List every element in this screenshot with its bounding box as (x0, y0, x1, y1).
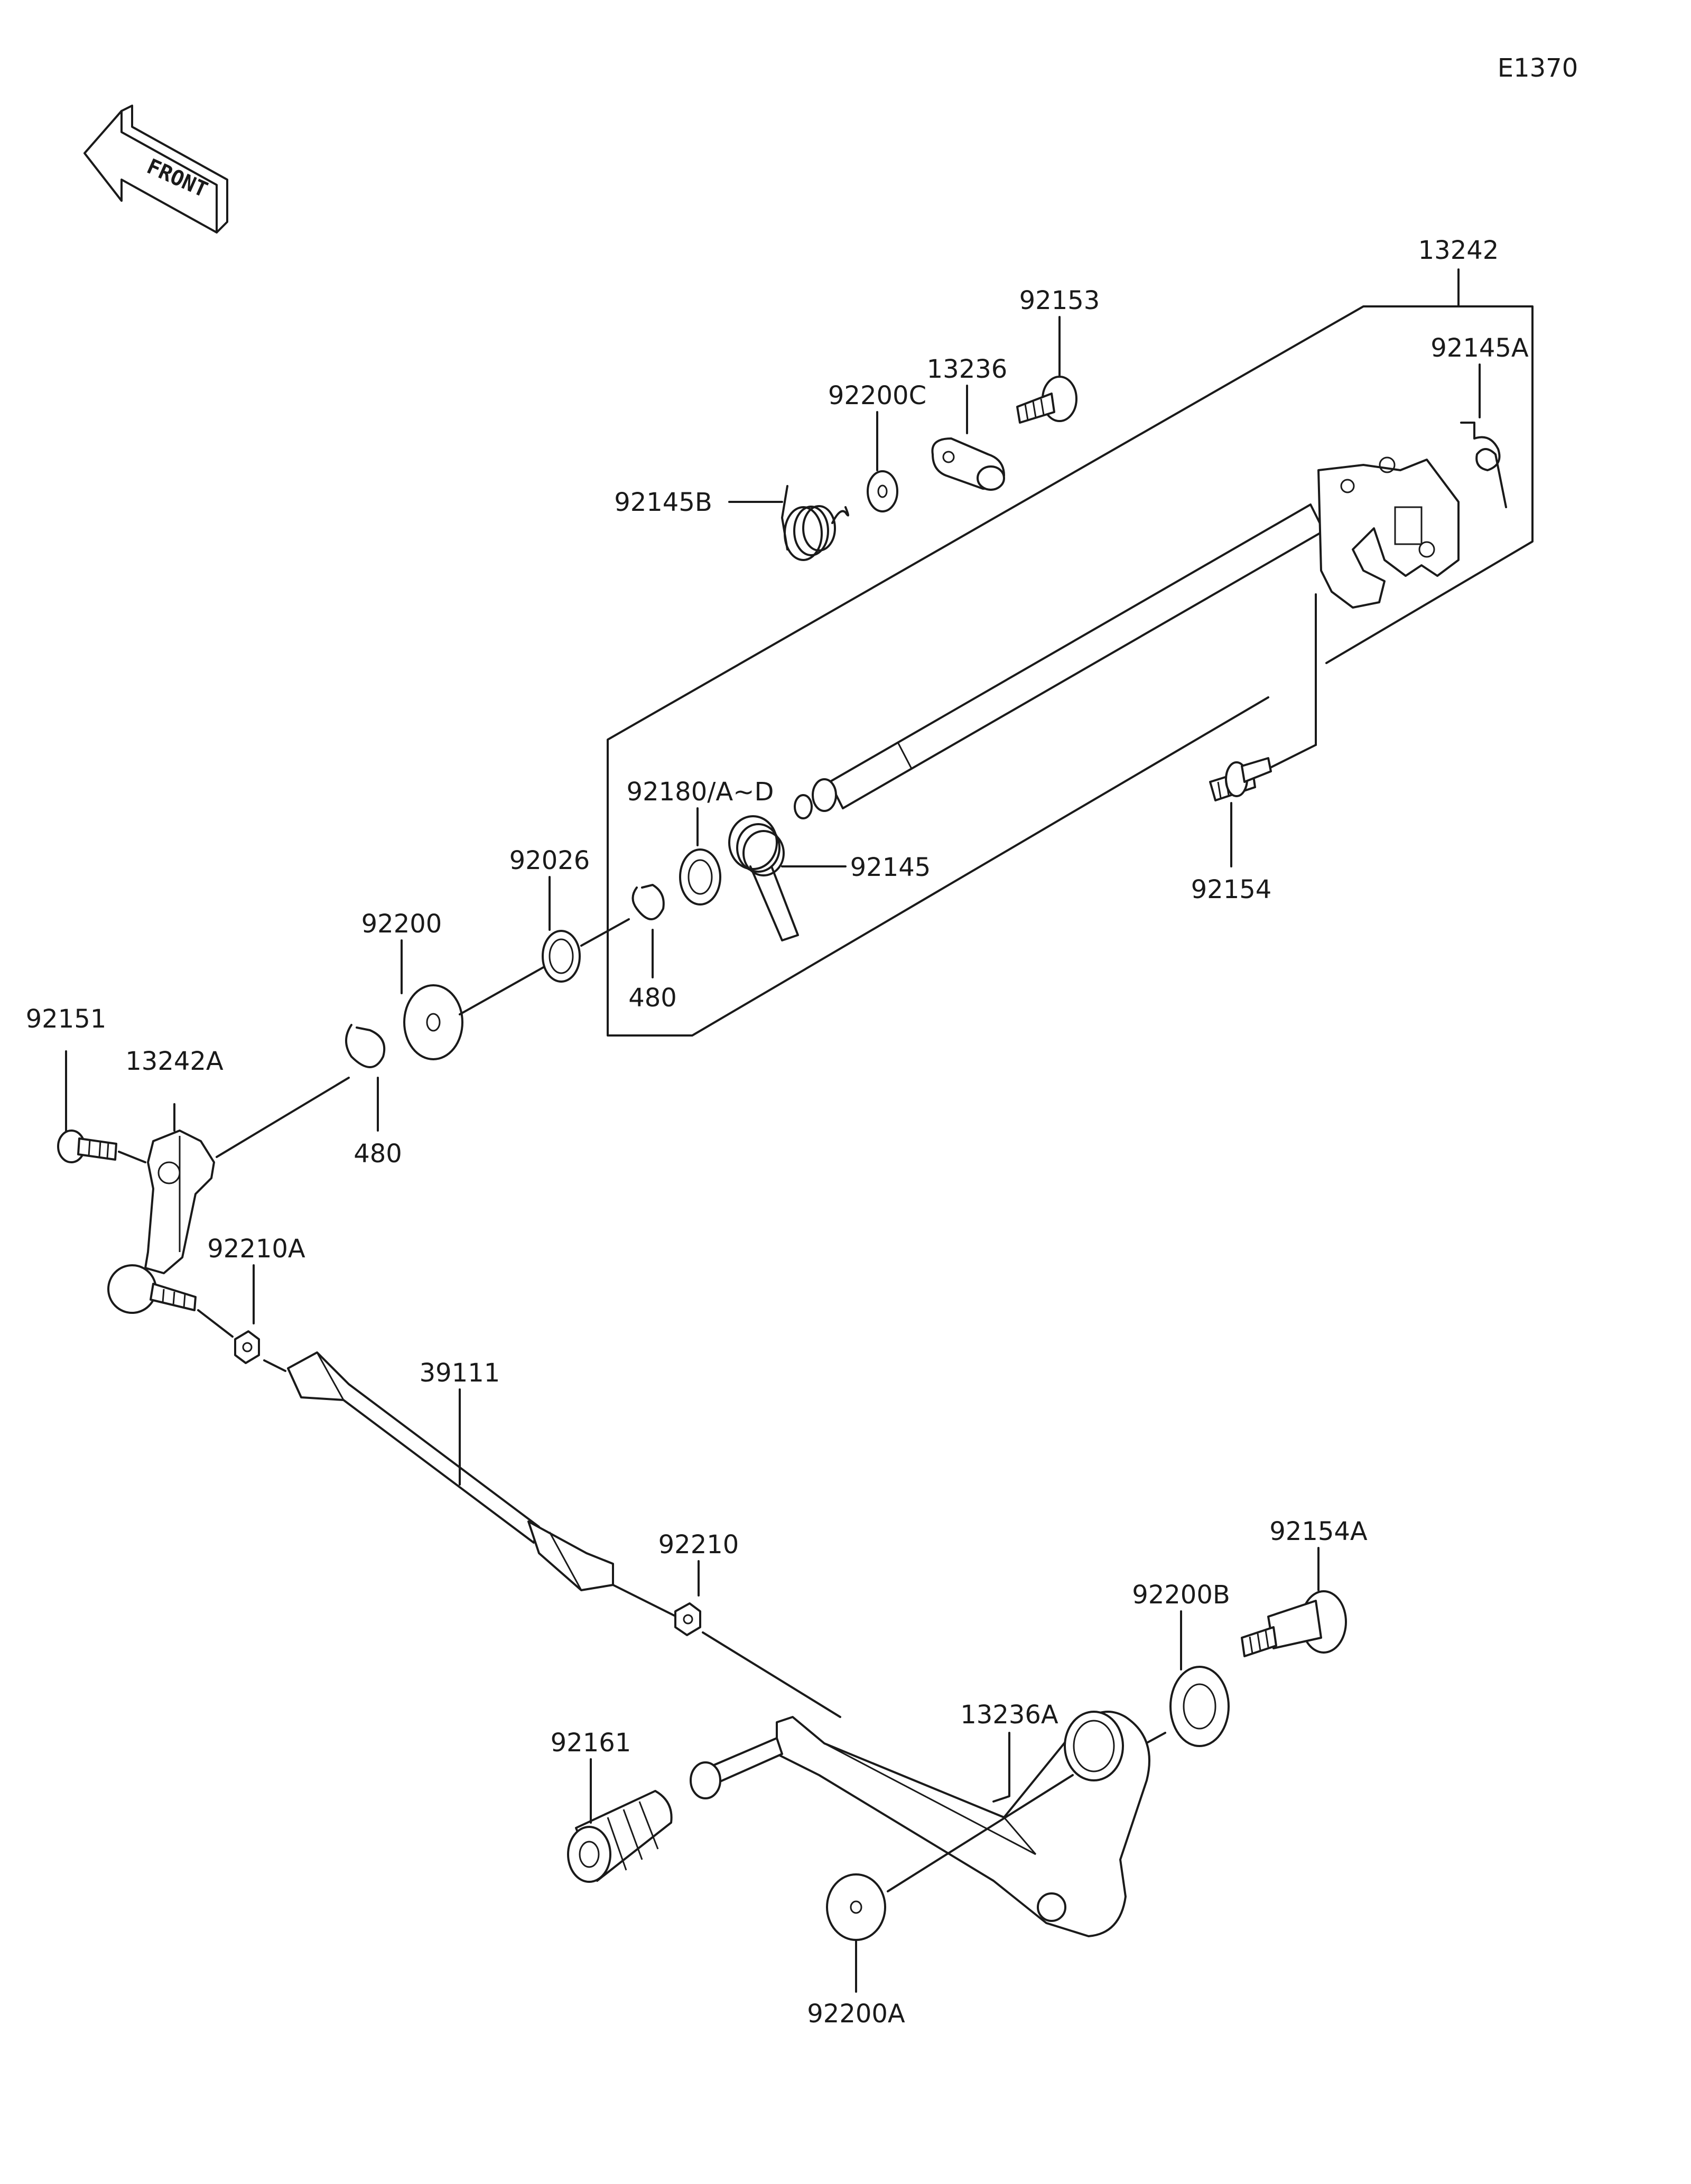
washer-92026 (542, 930, 581, 983)
washer-92200A (826, 1873, 886, 1941)
assembly-outline-13242 (1325, 342, 1534, 664)
label-92145A: 92145A (1430, 333, 1529, 363)
spring-92145B (781, 485, 849, 561)
circlip-480-upper (631, 884, 665, 920)
label-92145: 92145 (850, 853, 931, 882)
label-13242: 13242 (1418, 236, 1499, 265)
spring-92145 (728, 815, 799, 941)
label-92200A: 92200A (807, 1999, 905, 2029)
label-480-lower: 480 (354, 1139, 402, 1169)
label-92154A: 92154A (1269, 1517, 1368, 1546)
stud-92154 (1209, 757, 1272, 801)
nut-92210A (234, 1330, 260, 1364)
washer-92200C (867, 470, 898, 512)
label-92161: 92161 (551, 1728, 631, 1758)
label-13242A: 13242A (125, 1047, 224, 1076)
circlip-480-lower (345, 1024, 386, 1068)
stud-92154A (1241, 1590, 1347, 1657)
washer-92200B (1169, 1666, 1230, 1747)
bolt-92151 (57, 1130, 117, 1163)
label-480-upper: 480 (628, 983, 677, 1013)
spring-92145A (1460, 422, 1507, 508)
label-13236: 13236 (927, 354, 1008, 384)
seal-92180 (679, 848, 721, 906)
shift-pedal-13236A (690, 1711, 1150, 1937)
label-92026: 92026 (509, 846, 590, 875)
label-92200C: 92200C (828, 381, 926, 410)
label-92154: 92154 (1191, 875, 1272, 904)
shift-lever-13242A (107, 1130, 215, 1314)
label-92145B: 92145B (614, 488, 712, 517)
label-92153: 92153 (1019, 286, 1100, 315)
label-39111: 39111 (420, 1358, 500, 1388)
tie-rod-39111 (287, 1351, 614, 1591)
label-92180: 92180/A~D (627, 777, 774, 807)
diagram-code: E1370 (1498, 53, 1578, 83)
label-92200: 92200 (361, 909, 442, 939)
nut-92210 (674, 1602, 701, 1636)
plate-13236 (931, 437, 1005, 491)
washer-92200 (403, 984, 463, 1060)
shift-shaft-13242 (794, 456, 1460, 819)
label-92151: 92151 (26, 1004, 107, 1034)
bolt-92153 (1016, 376, 1077, 424)
label-92210: 92210 (658, 1530, 739, 1560)
label-92200B: 92200B (1132, 1580, 1230, 1610)
label-92210A: 92210A (207, 1234, 305, 1264)
front-arrow-icon: FRONT (83, 105, 228, 234)
label-13236A: 13236A (960, 1700, 1058, 1730)
footpeg-rubber-92161 (567, 1790, 673, 1883)
